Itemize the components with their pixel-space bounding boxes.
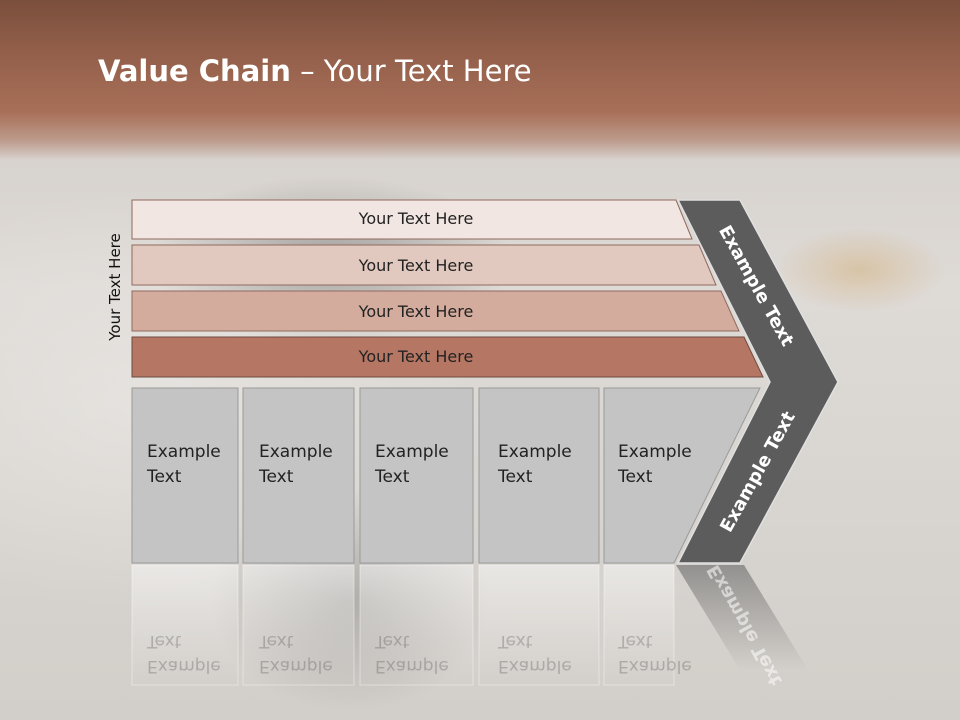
box-label-reflection: Example Text (618, 628, 713, 678)
box-label-line: Text (618, 467, 653, 487)
bar-shape-3 (131, 290, 740, 332)
box-label-2: Example Text (259, 440, 354, 490)
bar-shape-2 (131, 244, 717, 286)
reflection-line: Text (259, 631, 294, 651)
reflection-line: Example (147, 656, 221, 676)
reflection-group (131, 564, 808, 686)
box-label-1: Example Text (147, 440, 242, 490)
reflection-line: Text (375, 631, 410, 651)
reflection-line: Text (498, 631, 533, 651)
box-label-line: Example (498, 442, 572, 462)
box-label-line: Text (147, 467, 182, 487)
box-label-line: Text (375, 467, 410, 487)
box-reflection (131, 564, 239, 686)
box-label-reflection: Example Text (498, 628, 593, 678)
box-label-line: Example (618, 442, 692, 462)
box-shape-4 (478, 387, 600, 564)
box-shape-3 (359, 387, 474, 564)
bar-label-1: Your Text Here (358, 209, 474, 228)
box-shape-5 (603, 387, 761, 564)
box-label-line: Example (147, 442, 221, 462)
reflection-line: Text (618, 631, 653, 651)
bar-label-4: Your Text Here (358, 347, 474, 366)
box-label-4: Example Text (498, 440, 593, 490)
bar-shape-4 (131, 336, 764, 378)
box-label-3: Example Text (375, 440, 470, 490)
title-banner (0, 0, 960, 160)
bar-shape-1 (131, 199, 693, 240)
title-rest: – Your Text Here (290, 54, 532, 88)
box-label-reflection: Example Text (375, 628, 470, 678)
reflection-line: Example (618, 656, 692, 676)
box-label-line: Text (498, 467, 533, 487)
box-label-reflection: Example Text (147, 628, 242, 678)
slide-title: Value Chain – Your Text Here (98, 54, 532, 88)
reflection-line: Example (498, 656, 572, 676)
bar-label-2: Your Text Here (358, 256, 474, 275)
box-label-5: Example Text (618, 440, 713, 490)
chevron-reflection (676, 565, 808, 670)
box-shape-1 (131, 387, 239, 564)
title-bold: Value Chain (98, 54, 291, 88)
box-label-line: Example (259, 442, 333, 462)
box-shape-2 (242, 387, 355, 564)
reflection-line: Example (259, 656, 333, 676)
box-reflection (242, 564, 355, 686)
box-reflection (478, 564, 600, 686)
box-label-line: Example (375, 442, 449, 462)
reflection-line: Text (147, 631, 182, 651)
bar-label-3: Your Text Here (358, 302, 474, 321)
box-reflection (603, 564, 675, 686)
chevron-shape (676, 199, 839, 564)
reflection-line: Example (375, 656, 449, 676)
box-label-reflection: Example Text (259, 628, 354, 678)
box-label-line: Text (259, 467, 294, 487)
box-reflection (359, 564, 474, 686)
